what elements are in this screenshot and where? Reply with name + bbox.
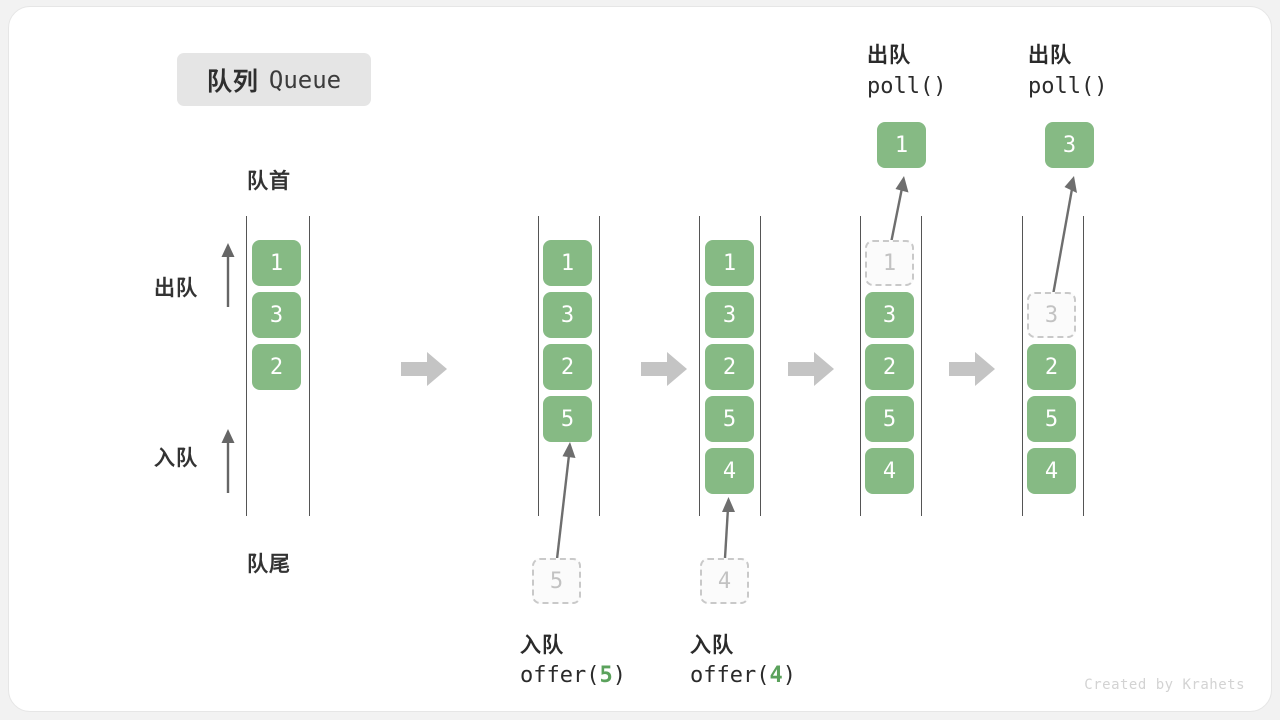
col-3-item-1: 3 xyxy=(705,292,754,338)
title-zh: 队列 xyxy=(206,67,259,96)
col-2-code-pre: offer( xyxy=(520,663,600,688)
col-4-item-1: 2 xyxy=(865,344,914,390)
col-3-code-post: ) xyxy=(782,663,796,688)
col-3-item-3: 5 xyxy=(705,396,754,442)
col-2-code-post: ) xyxy=(612,663,626,688)
col-4-dequeue-connector xyxy=(889,176,909,244)
step-arrow-3 xyxy=(788,352,834,386)
col-2-item-2: 2 xyxy=(543,344,592,390)
col-2-item-1: 3 xyxy=(543,292,592,338)
col-2-caption-zh: 入队 xyxy=(520,634,564,657)
col-4-popped-item: 1 xyxy=(877,122,926,168)
col-5-item-0: 2 xyxy=(1027,344,1076,390)
col-4-caption-zh: 出队 xyxy=(867,44,911,67)
col-1-item-0: 1 xyxy=(252,240,301,286)
enqueue-axis-label: 入队 xyxy=(154,447,198,470)
col-3-item-2: 2 xyxy=(705,344,754,390)
col-5-rail-left xyxy=(1022,216,1023,516)
col-5-dequeue-connector xyxy=(1051,176,1077,296)
col-3-code-pre: offer( xyxy=(690,663,770,688)
step-arrow-1 xyxy=(401,352,447,386)
col-3-caption-zh: 入队 xyxy=(690,634,734,657)
col-4-rail-left xyxy=(860,216,861,516)
head-label: 队首 xyxy=(247,170,291,193)
title-en: Queue xyxy=(268,65,342,94)
col-1-item-2: 2 xyxy=(252,344,301,390)
watermark: Created by Krahets xyxy=(1084,677,1245,693)
col-3-rail-right xyxy=(760,216,761,516)
title-badge: 队列 Queue xyxy=(177,53,371,106)
col-3-item-0: 1 xyxy=(705,240,754,286)
col-4-item-3: 4 xyxy=(865,448,914,494)
col-3-enqueue-connector xyxy=(722,497,735,559)
step-arrow-4 xyxy=(949,352,995,386)
col-3-ghost-item: 4 xyxy=(700,558,749,604)
col-3-rail-left xyxy=(699,216,700,516)
col-4-rail-right xyxy=(921,216,922,516)
col-5-item-1: 5 xyxy=(1027,396,1076,442)
col-2-enqueue-connector xyxy=(555,442,576,560)
col-2-rail-left xyxy=(538,216,539,516)
col-4-ghost-item: 1 xyxy=(865,240,914,286)
col-5-popped-item: 3 xyxy=(1045,122,1094,168)
col-5-item-2: 4 xyxy=(1027,448,1076,494)
col-5-caption-code: poll() xyxy=(1028,74,1108,99)
col-3-caption-code: offer(4) xyxy=(690,663,796,688)
col-2-caption-code: offer(5) xyxy=(520,663,626,688)
col-2-item-0: 1 xyxy=(543,240,592,286)
col-4-item-2: 5 xyxy=(865,396,914,442)
col-2-ghost-item: 5 xyxy=(532,558,581,604)
dequeue-direction-arrow xyxy=(221,243,235,307)
dequeue-axis-label: 出队 xyxy=(154,277,198,300)
col-3-code-arg: 4 xyxy=(769,663,783,688)
enqueue-direction-arrow xyxy=(221,429,235,493)
col-1-item-1: 3 xyxy=(252,292,301,338)
diagram-card: 队列 Queue 队首 队尾 出队 入队 1 3 2 1 3 2 5 5 入队 … xyxy=(8,6,1272,712)
col-1-rail-right xyxy=(309,216,310,516)
col-5-ghost-item: 3 xyxy=(1027,292,1076,338)
step-arrow-2 xyxy=(641,352,687,386)
col-4-caption-code: poll() xyxy=(867,74,947,99)
col-2-code-arg: 5 xyxy=(599,663,613,688)
tail-label: 队尾 xyxy=(247,553,291,576)
col-5-rail-right xyxy=(1083,216,1084,516)
col-5-caption-zh: 出队 xyxy=(1028,44,1072,67)
col-3-item-4: 4 xyxy=(705,448,754,494)
col-4-item-0: 3 xyxy=(865,292,914,338)
col-2-item-3: 5 xyxy=(543,396,592,442)
col-1-rail-left xyxy=(246,216,247,516)
col-2-rail-right xyxy=(599,216,600,516)
